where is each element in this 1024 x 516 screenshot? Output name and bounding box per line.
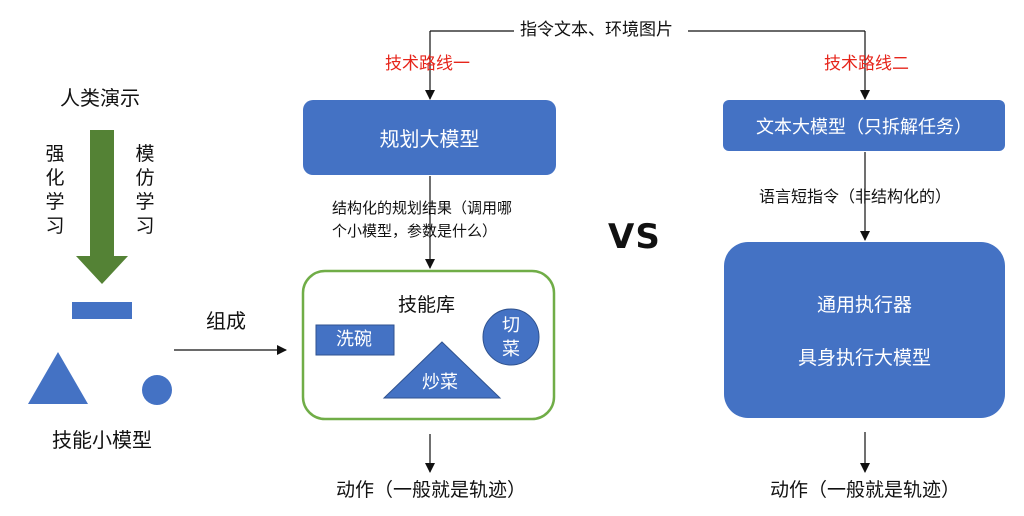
green-down-arrow [76,130,128,284]
executor-label-line2: 具身执行大模型 [797,347,931,369]
skill-stir-fry-triangle [382,341,502,399]
planner-model-box: 规划大模型 [303,100,556,175]
vs-label: VS [608,217,661,257]
planner-model-label: 规划大模型 [379,127,480,151]
small-circle-shape [142,375,172,405]
route2-label: 技术路线二 [824,54,909,74]
human-demo-label: 人类演示 [60,86,140,110]
skill-wash-dishes-box [315,324,395,356]
small-triangle-shape [28,352,88,404]
small-rect-shape [72,302,132,319]
structured-result-line1: 结构化的规划结果（调用哪 [332,199,513,217]
reinforcement-learning-label: 强化学习 [45,143,65,237]
route1-action-label: 动作（一般就是轨迹） [336,479,527,501]
route1-label: 技术路线一 [385,54,470,74]
skill-small-models-label: 技能小模型 [52,428,152,452]
text-model-label: 文本大模型（只拆解任务） [756,116,972,138]
executor-label-line1: 通用执行器 [816,294,912,316]
structured-result-line2: 个小模型，参数是什么） [332,222,498,240]
executor-box: 通用执行器 具身执行大模型 [724,242,1005,418]
skill-library-title: 技能库 [398,294,456,316]
route2-action-label: 动作（一般就是轨迹） [770,479,961,501]
skill-wash-dishes-label: 洗碗 [336,329,372,350]
skill-stir-fry-label: 炒菜 [422,372,458,393]
top-input-label: 指令文本、环境图片 [520,20,673,40]
imitation-learning-label: 模仿学习 [135,143,155,237]
skill-cut-vegetables-label: 切菜 [502,315,520,360]
compose-label: 组成 [206,309,246,333]
skill-cut-vegetables-circle [482,308,540,366]
skill-library-box [301,269,556,421]
text-model-box: 文本大模型（只拆解任务） [723,100,1005,151]
language-cmd-label: 语言短指令（非结构化的） [759,187,952,206]
